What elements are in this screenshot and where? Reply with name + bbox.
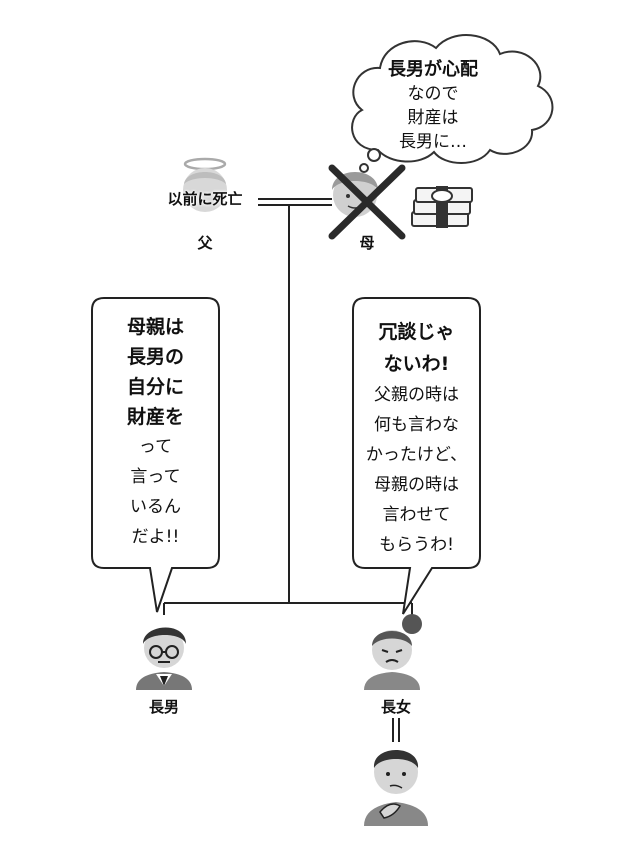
speech-line: だよ!! <box>131 527 180 547</box>
father-figure <box>183 157 227 212</box>
thought-cloud <box>351 34 554 173</box>
speech-line: かったけど、 <box>365 445 468 465</box>
thought-line: なので <box>407 84 459 104</box>
son-speech-bubble <box>91 297 220 613</box>
speech-line: って <box>138 437 173 457</box>
speech-line: 父親の時は <box>374 385 459 405</box>
speech-bold-line: 財産を <box>126 406 184 428</box>
money-icon <box>411 186 473 228</box>
father-note: 以前に死亡 <box>167 190 243 208</box>
speech-line: 母親の時は <box>374 475 459 495</box>
spouse-figure <box>364 750 428 826</box>
mother-figure <box>328 164 406 240</box>
father-label: 父 <box>197 234 213 252</box>
speech-bold-line: 冗談じゃ <box>378 321 455 343</box>
eldest-daughter-figure <box>364 614 422 690</box>
son-speech-text: 母親は 長男の 自分に 財産を って 言って いるん だよ!! <box>92 312 219 552</box>
mother-label: 母 <box>359 234 375 252</box>
daughter-speech-text: 冗談じゃ ないわ! 父親の時は 何も言わな かったけど、 母親の時は 言わせて … <box>353 316 480 560</box>
speech-bold-line: 母親は <box>126 316 184 338</box>
eldest-son-label: 長男 <box>148 698 179 716</box>
speech-line: もらうわ! <box>379 535 454 555</box>
daughter-speech-bubble <box>352 297 481 615</box>
thought-bold-line: 長男が心配 <box>388 59 478 80</box>
speech-line: 言って <box>130 467 181 487</box>
speech-bold-line: 自分に <box>126 376 184 398</box>
speech-line: いるん <box>130 497 181 517</box>
mother-thought-text: 長男が心配 なので 財産は 長男に… <box>358 58 508 154</box>
eldest-son-figure <box>136 627 192 690</box>
speech-line: 言わせて <box>382 505 451 525</box>
thought-line: 長男に… <box>399 132 467 152</box>
speech-bold-line: ないわ! <box>383 353 450 375</box>
speech-bold-line: 長男の <box>126 346 184 368</box>
speech-line: 何も言わな <box>374 415 459 435</box>
eldest-daughter-label: 長女 <box>380 698 411 716</box>
thought-line: 財産は <box>407 108 459 128</box>
